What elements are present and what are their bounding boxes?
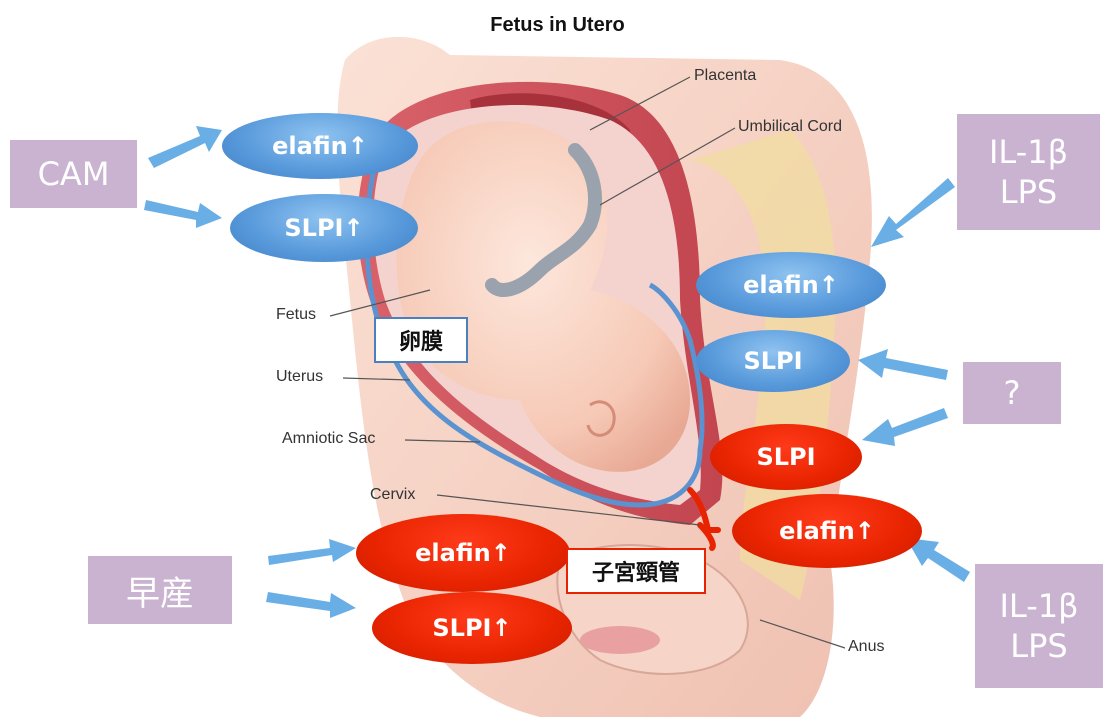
box-il1b-top-line1: IL-1β (989, 132, 1068, 172)
box-il1b-top-line2: LPS (1000, 172, 1057, 212)
label-fetus: Fetus (276, 306, 316, 324)
label-fetal-membrane: 卵膜 (374, 317, 468, 363)
box-question: ? (963, 362, 1061, 424)
arrow-cam-elafin (148, 126, 222, 168)
label-umbilical-cord: Umbilical Cord (738, 118, 842, 136)
box-il1b-lps-top: IL-1β LPS (957, 114, 1100, 230)
box-cam-text: CAM (38, 155, 110, 193)
arrow-preterm-slpi (266, 592, 356, 618)
label-amniotic-sac: Amniotic Sac (282, 430, 375, 448)
box-preterm-text: 早産 (126, 566, 194, 615)
arrow-question-slpi-red (862, 408, 948, 446)
oval-elafin-right-red: elafin↑ (732, 494, 922, 568)
label-cervical-canal: 子宮頸管 (566, 548, 706, 594)
oval-slpi-right-red: SLPI (710, 424, 862, 490)
box-il1b-bottom-line1: IL-1β (999, 586, 1078, 626)
box-cam: CAM (10, 140, 137, 208)
arrow-preterm-elafin (268, 539, 356, 565)
oval-slpi-left-red: SLPI↑ (372, 592, 572, 664)
arrow-question-slpi-blue (858, 349, 948, 380)
box-il1b-bottom-line2: LPS (1010, 626, 1067, 666)
label-uterus: Uterus (276, 368, 323, 386)
arrow-il1b-top (871, 178, 955, 247)
bladder (580, 626, 660, 654)
label-anus: Anus (848, 638, 884, 656)
box-question-text: ? (1004, 374, 1021, 412)
oval-slpi-left-blue: SLPI↑ (230, 194, 418, 262)
diagram-title: Fetus in Utero (0, 14, 1115, 37)
box-il1b-lps-bottom: IL-1β LPS (975, 564, 1103, 688)
oval-elafin-right-blue: elafin↑ (696, 252, 886, 318)
oval-elafin-left-blue: elafin↑ (222, 113, 418, 179)
box-preterm: 早産 (88, 556, 232, 624)
arrow-cam-slpi (144, 200, 222, 228)
label-cervix: Cervix (370, 486, 415, 504)
oval-elafin-left-red: elafin↑ (356, 514, 570, 592)
oval-slpi-right-blue: SLPI (696, 330, 850, 392)
label-placenta: Placenta (694, 67, 756, 85)
arrow-il1b-bottom (906, 538, 970, 582)
